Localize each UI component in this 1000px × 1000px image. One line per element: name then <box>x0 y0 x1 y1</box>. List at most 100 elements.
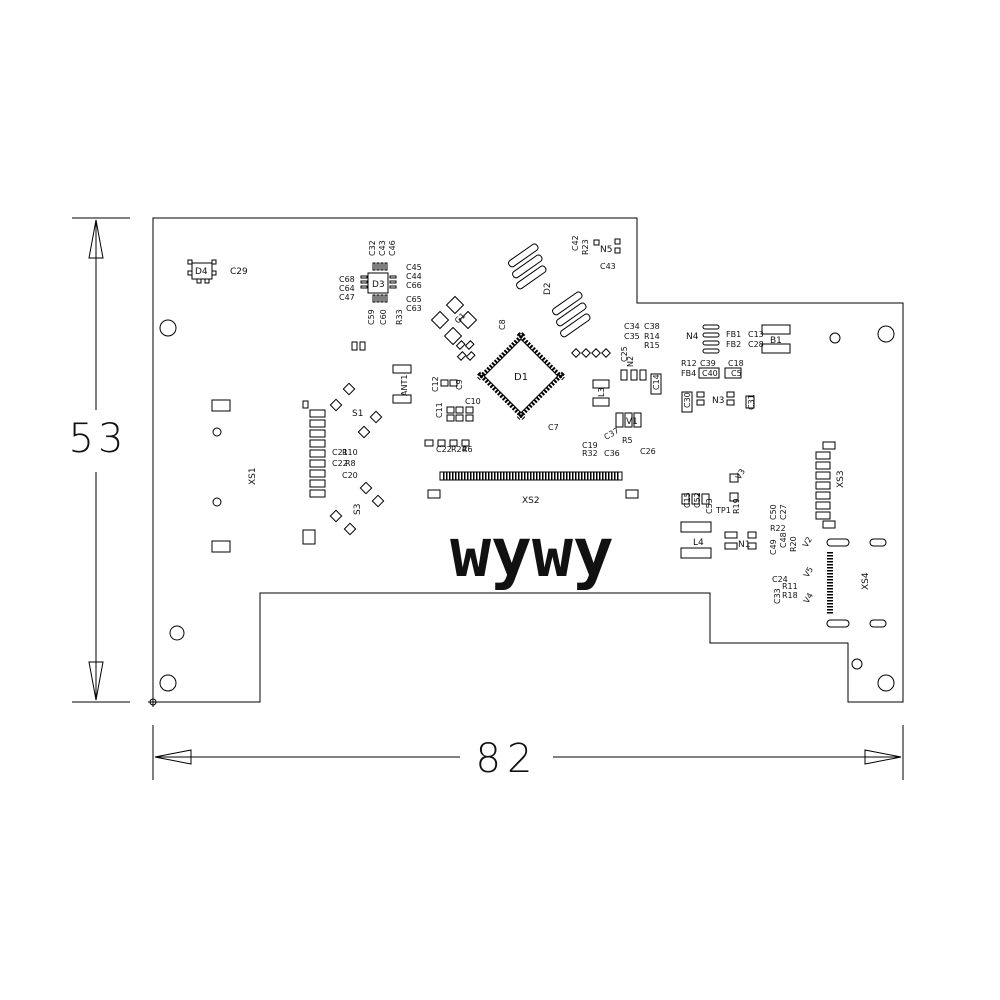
mounting-hole <box>159 319 177 337</box>
label-c42: C42 <box>571 235 580 251</box>
label-c47: C47 <box>339 293 355 302</box>
label-c35: C35 <box>624 332 640 341</box>
mounting-hole <box>159 674 177 692</box>
label-c21: C21 <box>332 448 348 457</box>
label-r15: R15 <box>644 341 660 350</box>
origin-marker <box>148 697 158 707</box>
xs1-connector <box>211 399 231 553</box>
label-c39: C39 <box>700 359 716 368</box>
label-d2: D2 <box>543 282 553 295</box>
label-c5: C5 <box>731 369 742 378</box>
label-c52: C52 <box>693 492 702 508</box>
mounting-hole <box>877 325 895 343</box>
label-c11: C11 <box>435 402 444 418</box>
label-c28: C28 <box>748 340 764 349</box>
mounting-hole <box>851 658 863 670</box>
lower-right-pads <box>680 473 757 559</box>
label-c53: C53 <box>705 498 714 514</box>
label-c7: C7 <box>548 423 559 432</box>
logo-text: wywy <box>450 514 614 593</box>
label-r14: R14 <box>644 332 660 341</box>
label-r12: R12 <box>681 359 697 368</box>
label-tp1: TP1 <box>715 506 731 515</box>
label-c66: C66 <box>406 281 422 290</box>
label-c64: C64 <box>339 284 355 293</box>
label-c22-left: C22 <box>332 459 348 468</box>
label-c50: C50 <box>769 504 778 520</box>
label-n5: N5 <box>600 245 612 255</box>
label-r18: R18 <box>782 591 798 600</box>
n4-package <box>702 324 720 354</box>
label-v4: V4 <box>802 591 815 605</box>
label-c44: C44 <box>406 272 422 281</box>
label-c22: C22 <box>436 445 452 454</box>
label-c20: C20 <box>342 471 358 480</box>
d4-package <box>187 259 217 284</box>
label-c29: C29 <box>230 267 248 277</box>
label-c60: C60 <box>379 309 388 325</box>
label-c30: C30 <box>683 392 692 408</box>
label-c68: C68 <box>339 275 355 284</box>
label-c8: C8 <box>498 319 507 330</box>
label-c48: C48 <box>779 532 788 548</box>
label-v1: V1 <box>626 417 638 427</box>
label-c12: C12 <box>431 376 440 392</box>
label-c13: C13 <box>748 330 764 339</box>
label-c19: C19 <box>582 441 598 450</box>
label-c59: C59 <box>367 309 376 325</box>
board-outline <box>152 217 904 703</box>
label-n1: N1 <box>738 540 750 550</box>
label-v3: V3 <box>734 467 747 481</box>
label-b1: B1 <box>770 336 782 346</box>
label-n3: N3 <box>712 396 724 406</box>
label-r10: R10 <box>342 448 358 457</box>
label-d4: D4 <box>195 267 208 277</box>
b1-battery <box>761 324 791 354</box>
s3-switch <box>329 481 385 536</box>
label-c65: C65 <box>406 295 422 304</box>
g1-crystal <box>430 295 478 346</box>
label-c43-top: C43 <box>378 240 387 256</box>
label-c46: C46 <box>388 240 397 256</box>
width-dimension-label: 82 <box>476 736 539 782</box>
label-v5: V5 <box>802 565 815 579</box>
height-dimension-label: 53 <box>69 416 128 462</box>
label-xs3: XS3 <box>836 470 846 488</box>
label-c43-right: C43 <box>600 262 616 271</box>
label-c15: C15 <box>683 492 692 508</box>
label-r20: R20 <box>789 536 798 552</box>
label-n2: N2 <box>626 356 635 367</box>
d3-package <box>360 262 397 303</box>
label-r6: R6 <box>462 445 473 454</box>
label-n4: N4 <box>686 332 699 342</box>
label-c18: C18 <box>728 359 744 368</box>
label-l3: L3 <box>597 387 606 397</box>
label-c37: C37 <box>603 426 621 442</box>
label-c10: C10 <box>465 397 481 406</box>
xs3-connector <box>815 441 836 529</box>
label-c33: C33 <box>773 588 782 604</box>
label-c36: C36 <box>604 449 620 458</box>
label-r24: R24 <box>451 445 467 454</box>
label-c34: C34 <box>624 322 640 331</box>
mounting-hole <box>169 625 185 641</box>
label-ant1: ANT1 <box>400 375 409 396</box>
label-fb2: FB2 <box>726 340 741 349</box>
label-fb1: FB1 <box>726 330 741 339</box>
d1-main-chip <box>477 332 565 420</box>
label-r19: R19 <box>732 498 741 514</box>
lower-middle-pads <box>424 439 470 447</box>
xs2-connector <box>427 471 639 499</box>
label-c26: C26 <box>640 447 656 456</box>
label-r33: R33 <box>395 309 404 325</box>
label-r5: R5 <box>622 436 633 445</box>
mounting-hole <box>877 674 895 692</box>
label-l4: L4 <box>693 538 704 548</box>
n3-package <box>681 391 755 413</box>
label-v2: V2 <box>801 535 814 549</box>
left-pad-column <box>302 400 326 545</box>
label-c9: C9 <box>455 379 464 390</box>
label-c38: C38 <box>644 322 660 331</box>
label-r23: R23 <box>581 239 590 255</box>
